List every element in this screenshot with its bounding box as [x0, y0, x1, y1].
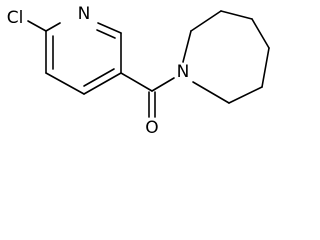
carbonyl-oxygen-label: O [145, 118, 158, 138]
bond-carbonyl-n [151, 77, 175, 92]
bond-cd-ce [261, 47, 270, 88]
chlorine-label: Cl [7, 8, 24, 28]
amide-nitrogen-label: N [177, 62, 190, 82]
azepane-ring [182, 10, 270, 104]
bond-cb-cc [220, 10, 253, 20]
bond-n1-c6 [97, 22, 122, 34]
bond-cc-cd [251, 18, 270, 49]
pyridine-ring [27, 20, 122, 95]
bond-ce-cf [228, 86, 263, 104]
ring-nitrogen-label: N [78, 4, 91, 24]
bond-n1-c6-inner [96, 29, 116, 39]
bond-c5-c4 [83, 72, 122, 95]
bond-c5-c4-inner [83, 68, 115, 87]
molecule-structure-diagram: Cl N N O [7, 4, 270, 138]
bond-c5-carbonyl [120, 72, 153, 92]
carbonyl-linker [120, 72, 175, 118]
bond-c2-n1 [45, 22, 61, 32]
bond-cf-n [192, 81, 230, 104]
atom-labels: Cl N N O [7, 4, 190, 138]
bond-ca-cb [190, 10, 222, 32]
bond-cl-c2 [27, 20, 47, 32]
bond-n-ca [182, 30, 192, 63]
bond-c4-c3 [45, 72, 85, 95]
